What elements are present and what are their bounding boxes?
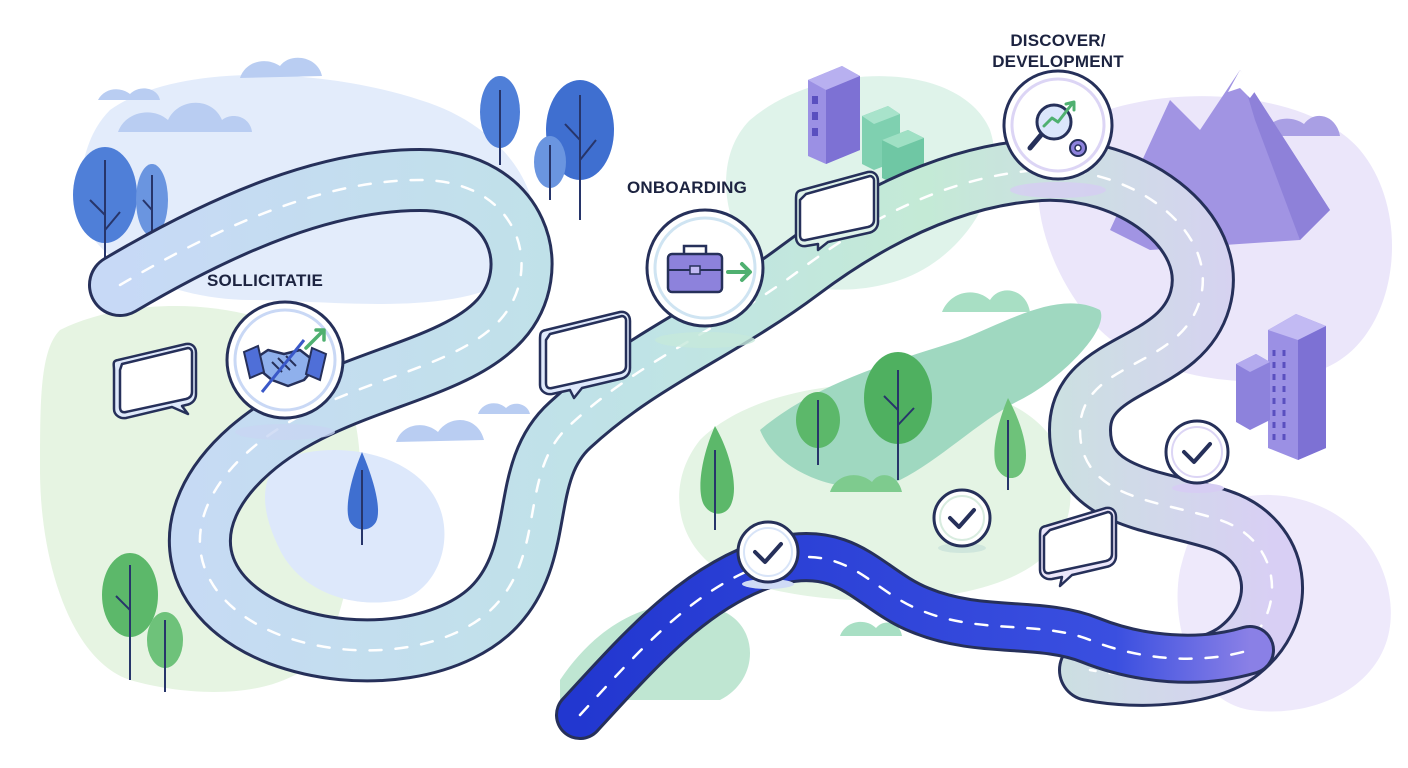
tree-green: [864, 352, 932, 480]
milestone-check-left: [736, 520, 800, 589]
cloud: [840, 621, 902, 636]
tree-blue: [347, 452, 379, 545]
stage-marker-onboarding: [645, 208, 765, 348]
building-right-tall: [1268, 314, 1326, 460]
tree-green: [994, 398, 1027, 490]
mountain-shade: [1240, 70, 1330, 240]
arrow-right-icon: [726, 262, 752, 282]
briefcase-icon: [666, 244, 724, 294]
clouds: [98, 57, 1340, 636]
tree-green: [796, 392, 840, 465]
tree-blue: [480, 76, 520, 165]
building-top: [808, 66, 860, 164]
stage-label-discover: DISCOVER/ DEVELOPMENT: [968, 30, 1148, 72]
stage-label-onboarding: ONBOARDING: [627, 178, 748, 197]
cloud: [240, 57, 322, 78]
tree-blue: [534, 136, 566, 200]
speech-bubble-icon: [1038, 506, 1118, 588]
tree-green: [147, 612, 183, 692]
check-icon: [1182, 442, 1212, 464]
handshake-icon: [242, 328, 328, 393]
cloud: [478, 403, 530, 414]
cloud: [118, 102, 252, 132]
check-icon: [948, 508, 976, 529]
building-right-short: [1236, 354, 1270, 430]
trees: [73, 76, 1027, 692]
speech-bubble-icon: [112, 342, 198, 420]
check-icon: [753, 542, 783, 564]
road-dark: [555, 532, 1275, 740]
cloud: [98, 88, 160, 100]
cloud: [830, 475, 902, 492]
stage-label-discover-line1: DISCOVER/: [1010, 31, 1106, 50]
speech-bubble-icon: [538, 310, 632, 400]
cloud: [942, 290, 1030, 312]
stage-marker-sollicitatie: [225, 300, 345, 440]
cloud: [396, 420, 484, 442]
milestone-check-right: [1164, 419, 1230, 493]
milestone-check-center: [932, 488, 992, 553]
magnifier-gear-icon: [1027, 100, 1087, 157]
speech-bubble-icon: [794, 170, 880, 252]
tree-blue: [73, 147, 137, 270]
cloud: [1262, 115, 1340, 136]
speech-bubbles: [112, 170, 1118, 588]
tree-green: [102, 553, 158, 680]
stage-marker-discover: [1002, 69, 1114, 198]
stage-label-sollicitatie: SOLLICITATIE: [207, 271, 324, 290]
mountain-snow: [1228, 70, 1256, 98]
tree-green: [700, 426, 735, 530]
road-main: [88, 137, 1304, 707]
stage-label-discover-line2: DEVELOPMENT: [992, 52, 1124, 71]
